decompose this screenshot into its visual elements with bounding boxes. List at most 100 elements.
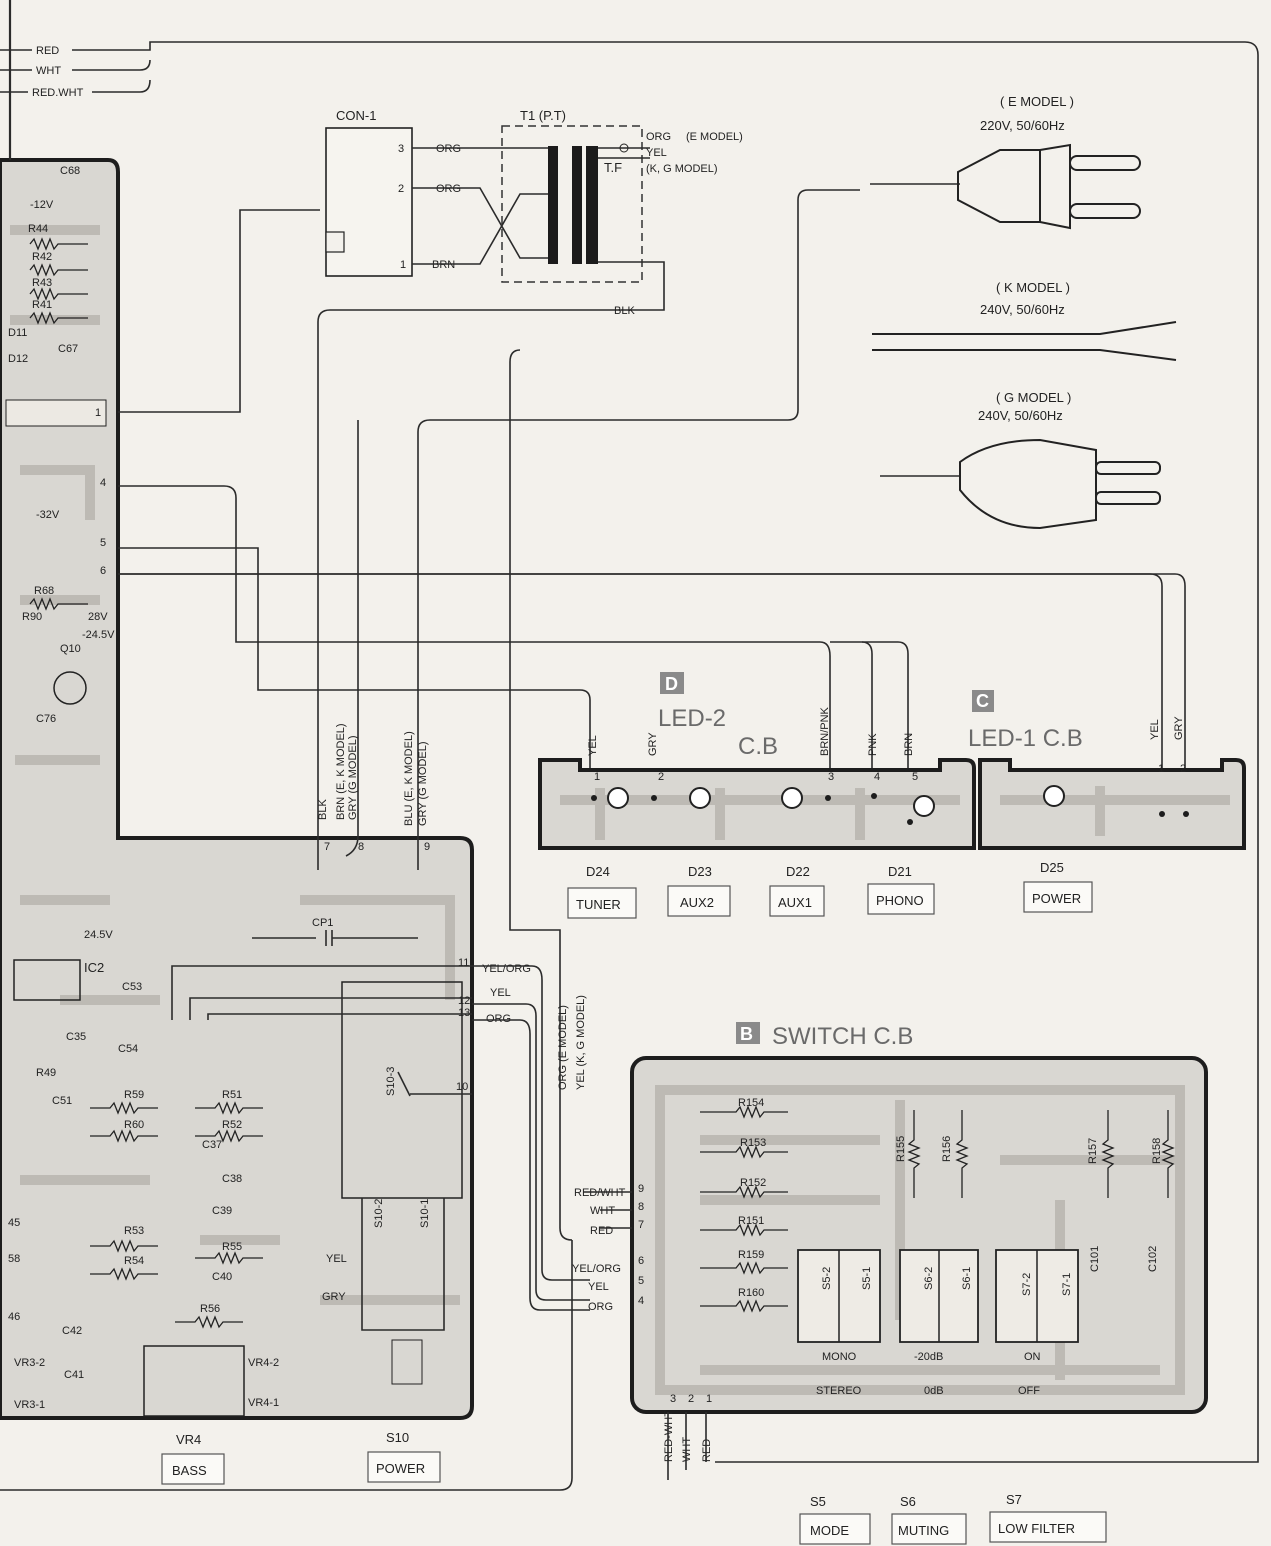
s5-label: MODE (810, 1523, 849, 1538)
label-r54: R54 (124, 1255, 144, 1267)
led2-wire-yel: YEL (587, 735, 599, 756)
note-blu-ek: BLU (E, K MODEL) (403, 731, 415, 826)
vr4-pot (143, 1345, 245, 1417)
led1-wire-gry: GRY (1173, 716, 1185, 740)
label-s6-1: S6-1 (961, 1267, 973, 1290)
wire-yel-org: YEL/ORG (482, 963, 531, 975)
wire-label-red-wht: RED.WHT (32, 87, 84, 99)
pin-7: 7 (324, 841, 330, 853)
led2-wire-pnk: PNK (867, 733, 879, 756)
label-cp1: CP1 (312, 917, 333, 929)
led-d21-label: PHONO (876, 893, 924, 908)
led2-title: LED-2 (658, 705, 726, 732)
s7-position-bottom: OFF (1018, 1385, 1040, 1397)
label-58: 58 (8, 1253, 20, 1265)
label-s10-3: S10-3 (385, 1067, 397, 1096)
led2-pin-1: 1 (594, 771, 600, 783)
plug-e-rating: 220V, 50/60Hz (980, 118, 1065, 133)
label-vr4-2: VR4-2 (248, 1357, 279, 1369)
led-d25-label: POWER (1032, 891, 1081, 906)
switch-pin-7: 7 (638, 1219, 644, 1231)
label-r153: R153 (740, 1137, 766, 1149)
transformer-fuse: T.F (604, 160, 622, 175)
label-s5-2: S5-2 (821, 1267, 833, 1290)
label-s7-1: S7-1 (1061, 1273, 1073, 1296)
note-gry-g1: GRY (G MODEL) (347, 735, 359, 820)
control-legend-s6: S6 MUTING (891, 1494, 967, 1545)
main-pin-5: 5 (100, 537, 106, 549)
main-board: 1 4 5 6 C68 C67 D11 D12 R44 R42 R43 R41 … (0, 0, 531, 1420)
s6-position-top: -20dB (914, 1351, 943, 1363)
label-s10-2: S10-2 (373, 1199, 385, 1228)
plug-k-rating: 240V, 50/60Hz (980, 302, 1065, 317)
label-r43: R43 (32, 277, 52, 289)
voltage-neg32: -32V (36, 509, 60, 521)
switch-pin-8: 8 (638, 1201, 644, 1213)
label-r41: R41 (32, 299, 52, 311)
led2-legend: D24 D23 D22 D21 TUNER AUX2 AUX1 PHONO (567, 864, 935, 919)
switch-letter: B (740, 1024, 753, 1044)
led-d21-ref: D21 (888, 864, 912, 879)
routing-wires (0, 189, 1186, 1491)
switch-pin-4: 4 (638, 1295, 644, 1307)
con1-pin-3: 3 (398, 143, 404, 155)
led1-legend: D25 POWER (1023, 860, 1093, 913)
voltage-24-5: 24.5V (84, 929, 113, 941)
switch-wire-yel: YEL (588, 1281, 609, 1293)
s10-switch-frame (341, 981, 463, 1199)
label-r51: R51 (222, 1089, 242, 1101)
wire-gry-s10: GRY (322, 1291, 346, 1303)
label-c101: C101 (1089, 1246, 1101, 1272)
led-d24-ref: D24 (586, 864, 610, 879)
label-s5-1: S5-1 (861, 1267, 873, 1290)
label-r152: R152 (740, 1177, 766, 1189)
plug-k-model-label: ( K MODEL ) (996, 280, 1070, 295)
label-r53: R53 (124, 1225, 144, 1237)
label-d12: D12 (8, 353, 28, 365)
pin-11: 11 (458, 957, 469, 969)
wire-org: ORG (486, 1013, 511, 1025)
led2-pin-2: 2 (658, 771, 664, 783)
con1-wire-3: ORG (436, 143, 461, 155)
transformer-note-kg: (K, G MODEL) (646, 163, 718, 175)
plug-g-rating: 240V, 50/60Hz (978, 408, 1063, 423)
main-connector: 1 4 5 6 (5, 399, 107, 577)
label-r44: R44 (28, 223, 48, 235)
label-r68: R68 (34, 585, 54, 597)
control-legend-vr4: VR4 BASS (161, 1432, 225, 1485)
plug-e-icon (957, 149, 1041, 223)
label-c42: C42 (62, 1325, 82, 1337)
switch-pin-1: 1 (706, 1393, 712, 1405)
bare-wire-icon (872, 321, 1177, 361)
control-legend-s7: S7 LOW FILTER (989, 1492, 1107, 1543)
label-r154: R154 (738, 1097, 764, 1109)
label-c51: C51 (52, 1095, 72, 1107)
label-r56: R56 (200, 1303, 220, 1315)
led2-wire-brn-pnk: BRN/PNK (819, 706, 831, 756)
switch-pin-9: 9 (638, 1183, 644, 1195)
label-r59: R59 (124, 1089, 144, 1101)
label-c35: C35 (66, 1031, 86, 1043)
s5-ref: S5 (810, 1494, 826, 1509)
label-c102: C102 (1147, 1246, 1159, 1272)
s10-label: POWER (376, 1461, 425, 1476)
label-c67: C67 (58, 343, 78, 355)
con1-wire-2: ORG (436, 183, 461, 195)
q10-transistor-icon (53, 671, 87, 705)
note-yel-kg: YEL (K, G MODEL) (575, 995, 587, 1090)
plug-g-model-label: ( G MODEL ) (996, 390, 1071, 405)
led1-letter: C (976, 691, 989, 711)
con1-connector: CON-1 3 2 1 ORG ORG BRN (325, 108, 461, 277)
transformer-out-yel: YEL (646, 147, 667, 159)
led2-wire-gry: GRY (647, 732, 659, 756)
transformer-note-e: (E MODEL) (686, 131, 743, 143)
note-brn-ek: BRN (E, K MODEL) (335, 723, 347, 820)
led-d25-icon (1043, 785, 1065, 807)
s10-ref: S10 (386, 1430, 409, 1445)
led-d21-icon (913, 795, 935, 817)
plug-g-model: ( G MODEL ) 240V, 50/60Hz (880, 390, 1161, 530)
switch-wire-wht: WHT (590, 1205, 615, 1217)
label-r160: R160 (738, 1287, 764, 1299)
transformer-out-org: ORG (646, 131, 671, 143)
switch-wire-org: ORG (588, 1301, 613, 1313)
